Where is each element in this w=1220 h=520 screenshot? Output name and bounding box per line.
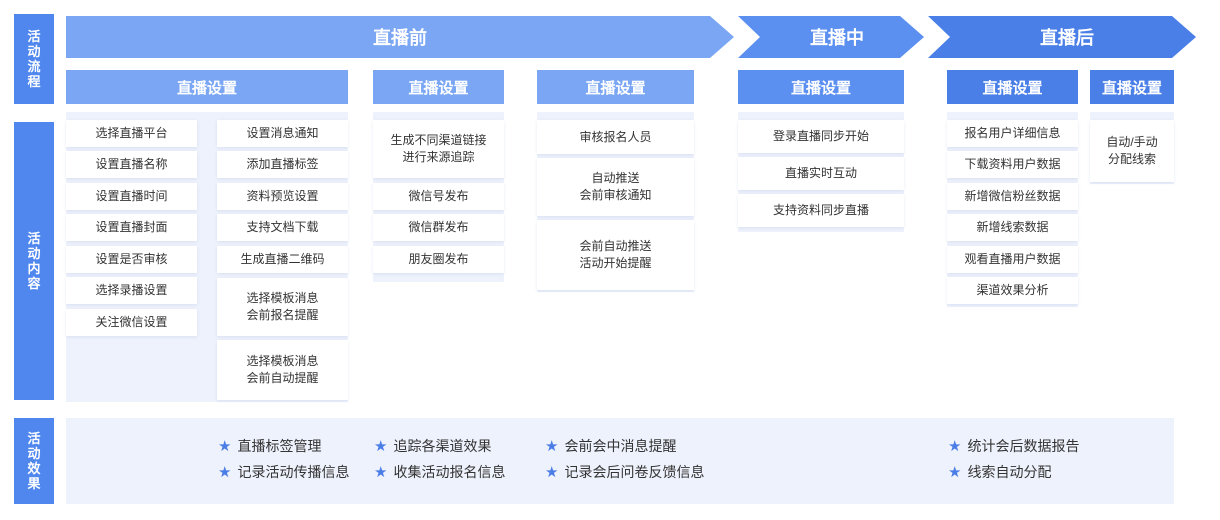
list-item: 登录直播同步开始 (738, 120, 904, 153)
star-icon: ★ (374, 438, 388, 455)
column-header-1: 直播设置 (66, 70, 348, 104)
list-item: 朋友圈发布 (373, 246, 504, 273)
list-item: 生成直播二维码 (217, 246, 348, 273)
list-item: 设置直播名称 (66, 151, 197, 178)
column-header-4: 直播设置 (738, 70, 904, 104)
list-item: 自动/手动 分配线索 (1090, 120, 1174, 182)
row-label-effect: 活动效果 (14, 418, 54, 504)
effect-item: ★会前会中消息提醒 (545, 438, 677, 455)
list-item: 渠道效果分析 (947, 277, 1078, 304)
effect-item: ★收集活动报名信息 (374, 464, 506, 481)
effect-item: ★线索自动分配 (948, 464, 1052, 481)
star-icon: ★ (545, 464, 559, 481)
list-item: 自动推送 会前审核通知 (537, 158, 694, 216)
list-item: 新增线索数据 (947, 214, 1078, 241)
column-header-2: 直播设置 (373, 70, 504, 104)
row-label-flow: 活动流程 (14, 14, 54, 104)
effects-panel (66, 418, 1174, 504)
list-item: 资料预览设置 (217, 183, 348, 210)
list-item: 支持文档下载 (217, 214, 348, 241)
column-header-3: 直播设置 (537, 70, 694, 104)
star-icon: ★ (545, 438, 559, 455)
list-item: 设置消息通知 (217, 120, 348, 147)
list-item: 微信群发布 (373, 214, 504, 241)
effect-item: ★记录会后问卷反馈信息 (545, 464, 705, 481)
list-item: 选择录播设置 (66, 277, 197, 304)
list-item: 生成不同渠道链接 进行来源追踪 (373, 120, 504, 178)
star-icon: ★ (948, 464, 962, 481)
list-item: 设置直播时间 (66, 183, 197, 210)
list-item: 关注微信设置 (66, 309, 197, 336)
star-icon: ★ (218, 438, 232, 455)
list-item: 支持资料同步直播 (738, 194, 904, 227)
star-icon: ★ (374, 464, 388, 481)
list-item: 选择模板消息 会前自动提醒 (217, 340, 348, 400)
list-item: 观看直播用户数据 (947, 246, 1078, 273)
list-item: 添加直播标签 (217, 151, 348, 178)
list-item: 会前自动推送 活动开始提醒 (537, 220, 694, 290)
list-item: 设置直播封面 (66, 214, 197, 241)
phase-before-arrow: 直播前 (66, 16, 734, 58)
list-item: 选择直播平台 (66, 120, 197, 147)
list-item: 设置是否审核 (66, 246, 197, 273)
effect-item: ★直播标签管理 (218, 438, 322, 455)
star-icon: ★ (218, 464, 232, 481)
column-header-6: 直播设置 (1090, 70, 1174, 104)
star-icon: ★ (948, 438, 962, 455)
effect-item: ★统计会后数据报告 (948, 438, 1080, 455)
list-item: 微信号发布 (373, 183, 504, 210)
list-item: 新增微信粉丝数据 (947, 183, 1078, 210)
column-header-5: 直播设置 (947, 70, 1078, 104)
list-item: 选择模板消息 会前报名提醒 (217, 278, 348, 336)
list-item: 报名用户详细信息 (947, 120, 1078, 147)
phase-after-arrow: 直播后 (928, 16, 1196, 58)
effect-item: ★记录活动传播信息 (218, 464, 350, 481)
list-item: 审核报名人员 (537, 120, 694, 154)
effect-item: ★追踪各渠道效果 (374, 438, 492, 455)
list-item: 下载资料用户数据 (947, 151, 1078, 178)
phase-during-arrow: 直播中 (738, 16, 924, 58)
list-item: 直播实时互动 (738, 157, 904, 190)
row-label-content: 活动内容 (14, 122, 54, 400)
